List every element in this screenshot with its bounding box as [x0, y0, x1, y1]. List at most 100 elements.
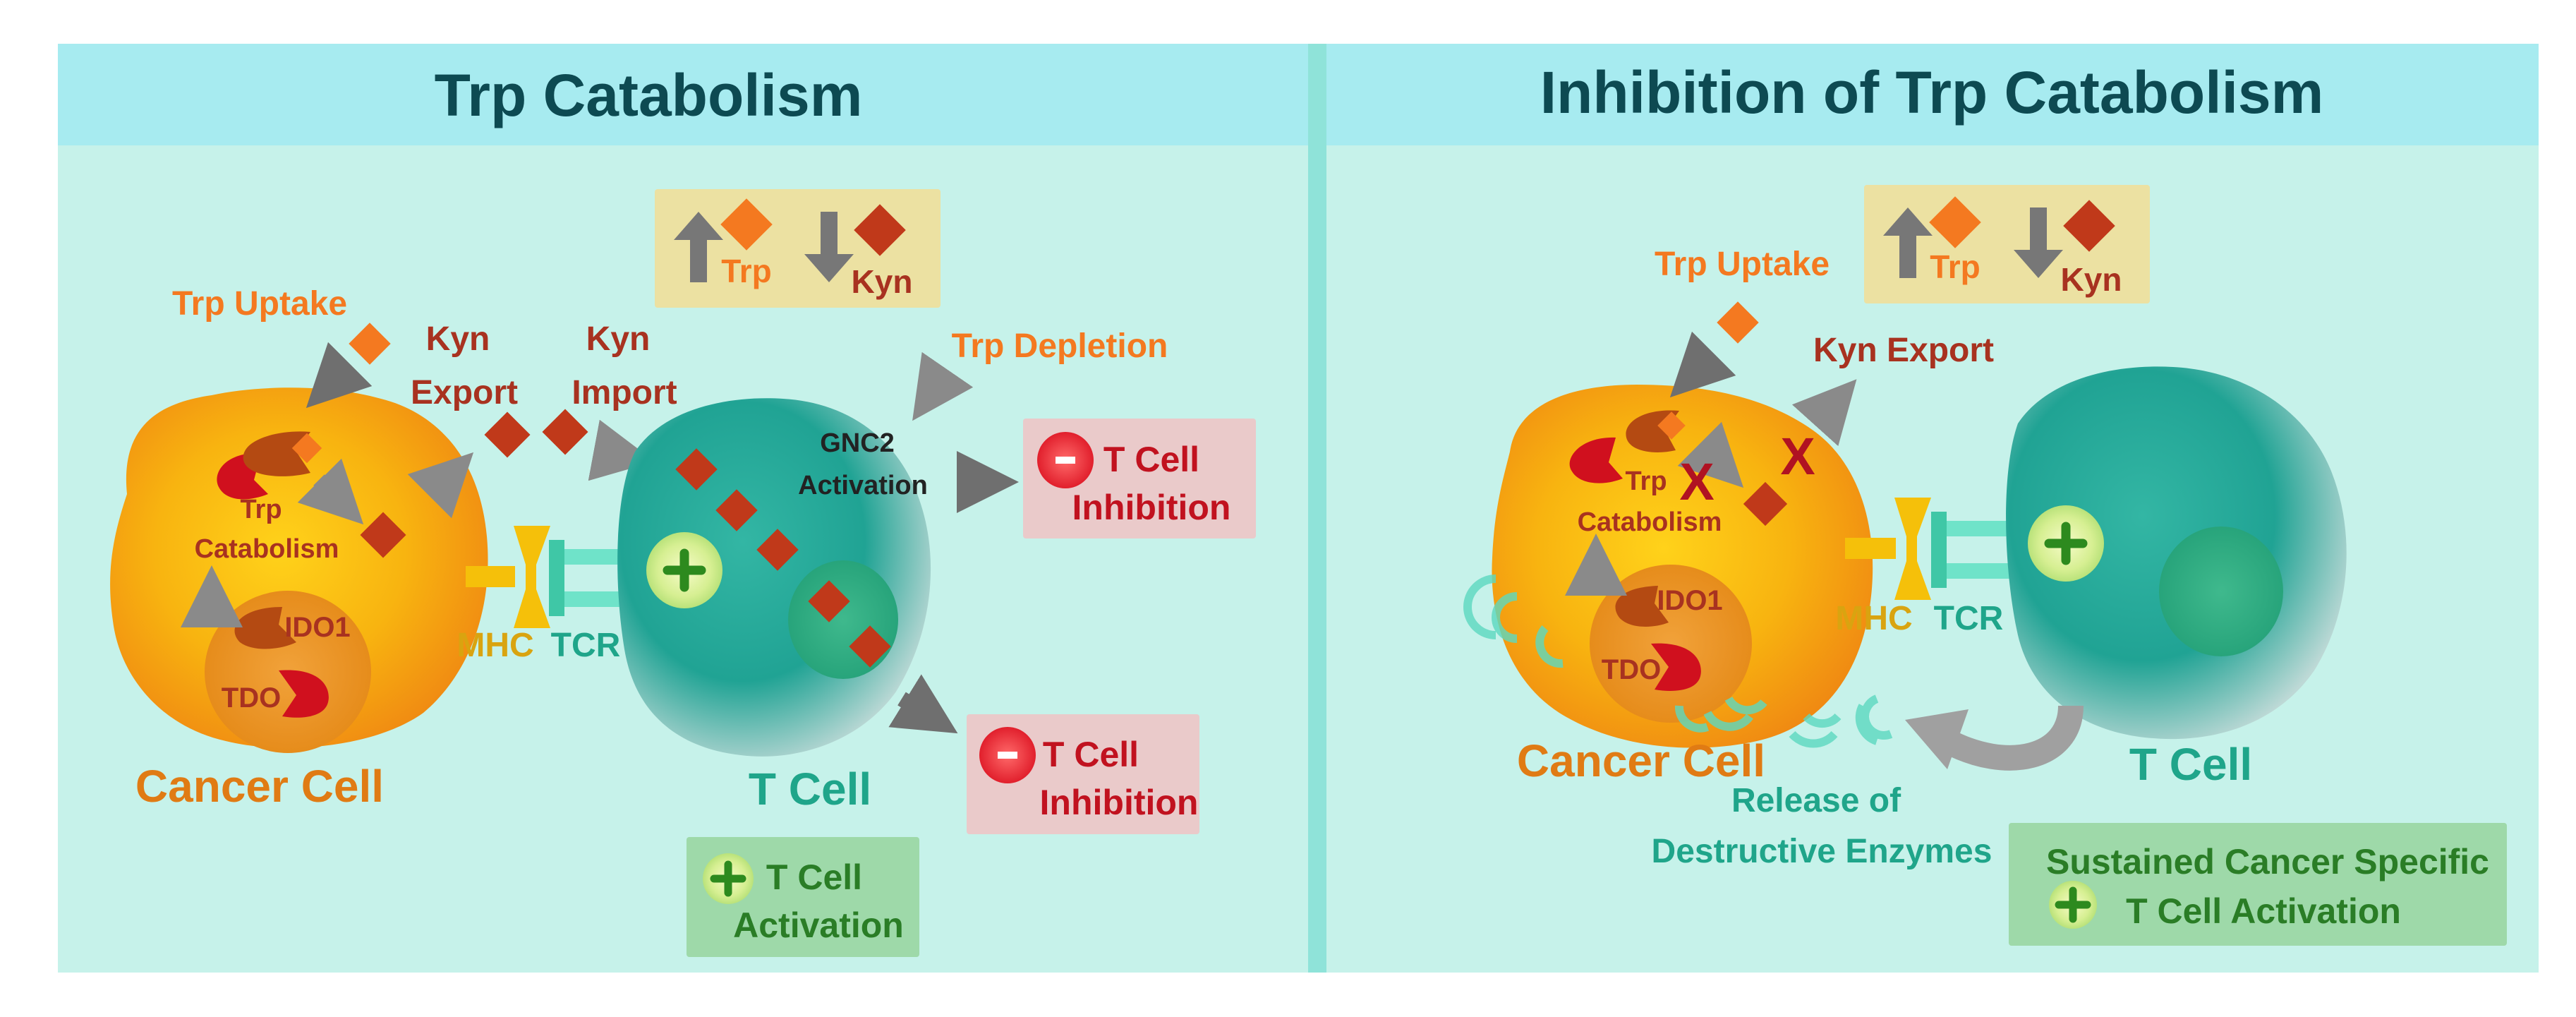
right-tcr-bar [1931, 512, 1947, 588]
up-arrow-icon [674, 212, 723, 282]
right-enzyme-ido1 [1615, 586, 1669, 627]
right-kyn-export: Kyn Export [1813, 332, 1994, 369]
activation-line2: Activation [733, 905, 904, 945]
release-arrow-head [1905, 709, 1969, 769]
t-cell-nucleus [788, 560, 898, 679]
left-cancer-cell-label: Cancer Cell [135, 761, 384, 812]
t-cell-nucleus [2159, 526, 2283, 656]
left-tcr-bar-2 [564, 549, 635, 565]
right-tdo-label: TDO [1602, 654, 1661, 685]
left-arrow-inhibition-bottom [888, 674, 958, 734]
release-curved-arrow [1941, 704, 2084, 771]
left-tcr-bar-3 [564, 591, 635, 607]
up-arrow-icon [1883, 207, 1933, 278]
right-mhc-label: MHC [1835, 600, 1912, 637]
down-arrow-icon [2014, 207, 2063, 278]
sustained-line2: T Cell Activation [2126, 891, 2401, 931]
right-mhc-stalk [1845, 538, 1896, 559]
right-arrow-uptake [1669, 331, 1736, 398]
left-t-cell-label: T Cell [749, 764, 871, 814]
trp-diamond-icon [1929, 196, 1981, 248]
right-arrow-catab [1677, 421, 1744, 488]
right-trp-uptake: Trp Uptake [1655, 246, 1830, 283]
right-panel-header [1326, 44, 2539, 145]
left-mhc-stalk [466, 566, 515, 587]
kyn-diamond-icon [808, 580, 850, 622]
right-arrow-export [1791, 379, 1857, 447]
left-activation-box: T Cell Activation [687, 837, 919, 957]
left-legend-kyn: Kyn [852, 263, 913, 300]
left-mhc-label: MHC [456, 627, 533, 664]
activation-line1: T Cell [766, 857, 862, 897]
left-inhibition-box-bottom: T Cell Inhibition [967, 714, 1199, 834]
inhibition-bottom-line1: T Cell [1043, 735, 1139, 774]
kyn-diamond-icon [2063, 200, 2115, 252]
left-legend: Trp Kyn [655, 189, 941, 308]
left-kyn-import-2: Import [572, 374, 677, 411]
right-legend-kyn: Kyn [2061, 261, 2122, 298]
left-tdo-label: TDO [222, 682, 281, 714]
inhibition-top-line1: T Cell [1103, 440, 1199, 479]
right-cancer-cell-label: Cancer Cell [1517, 735, 1765, 786]
right-tcr-bar-3 [1947, 563, 2010, 579]
block-x-icon: X [1679, 452, 1714, 511]
kyn-diamond-icon [854, 204, 906, 256]
left-mhc-receptor [514, 526, 550, 628]
right-trp-catabolism-2: Catabolism [1578, 507, 1722, 537]
right-ido1-label: IDO1 [1657, 585, 1722, 616]
left-trp-uptake: Trp Uptake [172, 285, 347, 323]
destructive-enzymes [1463, 574, 1893, 748]
left-arrow-depletion [912, 351, 974, 421]
left-tcr-bar [549, 540, 564, 616]
left-enzyme-brown-1 [243, 431, 310, 476]
right-t-cell [2006, 366, 2347, 740]
right-legend: Trp Kyn [1864, 185, 2150, 303]
inhibition-bottom-line2: Inhibition [1040, 783, 1199, 822]
left-arrow-catab [297, 458, 364, 525]
left-panel: Trp Catabolism Trp Kyn Trp Catabolism ID… [58, 44, 1308, 973]
kyn-diamond-icon [675, 448, 718, 491]
release-label-2: Destructive Enzymes [1652, 833, 1993, 870]
trp-diamond-icon [720, 198, 773, 251]
right-panel-title: Inhibition of Trp Catabolism [1540, 59, 2324, 126]
inhibition-top-line2: Inhibition [1072, 488, 1231, 527]
left-kyn-export-2: Export [411, 374, 518, 411]
sustained-activation-box: Sustained Cancer Specific T Cell Activat… [2009, 823, 2507, 946]
right-cancer-cell [1492, 385, 1873, 748]
right-t-cell-label: T Cell [2129, 739, 2252, 790]
block-x-icon: X [1780, 427, 1815, 486]
left-panel-header [58, 44, 1308, 145]
left-trp-catabolism-2: Catabolism [195, 534, 339, 564]
left-arrow-import [588, 419, 655, 481]
down-arrow-icon [804, 212, 854, 282]
right-tcr-label: TCR [1934, 600, 2004, 637]
left-ido1-label: IDO1 [284, 612, 350, 643]
left-inhibition-box-top: T Cell Inhibition [1023, 419, 1256, 538]
right-panel: Inhibition of Trp Catabolism Trp Kyn [1326, 44, 2539, 973]
left-kyn-import-1: Kyn [586, 320, 651, 358]
kyn-diamond-icon [849, 625, 891, 668]
right-enzyme-tdo [1651, 643, 1701, 691]
left-enzyme-tdo [279, 670, 329, 718]
left-enzyme-ido1 [234, 607, 296, 649]
left-arrow-uptake [306, 342, 373, 409]
left-trp-depletion: Trp Depletion [952, 327, 1168, 365]
left-trp-catabolism-1: Trp [240, 495, 282, 524]
kyn-diamond-icon [1743, 481, 1788, 526]
right-enzyme-red-1 [1569, 437, 1623, 483]
left-gnc2-2: Activation [798, 471, 928, 500]
right-legend-trp: Trp [1930, 248, 1981, 285]
kyn-diamond-icon [484, 411, 531, 458]
left-legend-trp: Trp [721, 253, 772, 289]
left-gnc2-1: GNC2 [820, 428, 895, 458]
right-tcr-bar-2 [1947, 521, 2010, 536]
panel-divider [1308, 44, 1326, 973]
sustained-line1: Sustained Cancer Specific [2046, 842, 2489, 881]
right-mhc-receptor [1894, 498, 1931, 600]
left-kyn-export-1: Kyn [426, 320, 490, 358]
kyn-diamond-icon [542, 409, 588, 455]
left-tcr-label: TCR [551, 627, 621, 664]
kyn-diamond-icon [360, 512, 406, 558]
release-label-1: Release of [1731, 782, 1901, 819]
